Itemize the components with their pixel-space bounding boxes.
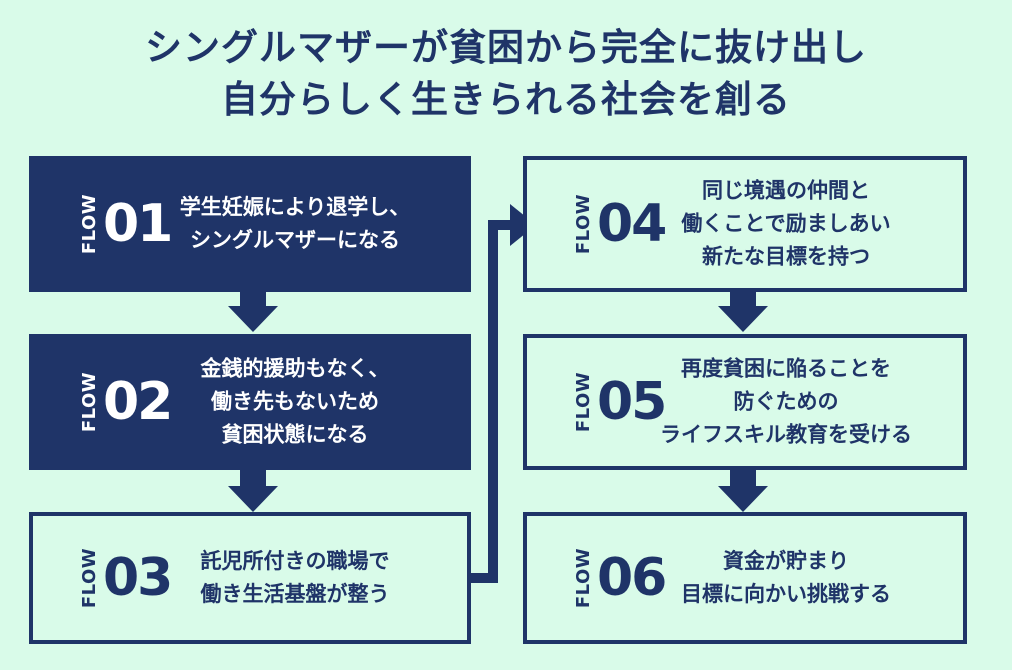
arrow-down-05-06 (718, 470, 768, 512)
title-line-2: 自分らしく生きられる社会を創る (221, 78, 791, 121)
step-text-line: シングルマザーになる (190, 228, 400, 252)
flow-label: FLOW (573, 547, 594, 609)
step-text-line: ライフスキル教育を受ける (660, 422, 912, 447)
flow-step-text: 託児所付きの職場で 働き生活基盤が整う (145, 545, 445, 611)
flow-label: FLOW (79, 193, 100, 255)
flow-step-text: 金銭的援助もなく、 働き先もないため 貧困状態になる (145, 353, 445, 452)
arrow-down-02-03 (228, 470, 278, 512)
arrow-down-01-02 (228, 290, 278, 332)
step-text-line: 貧困状態になる (221, 422, 369, 447)
flow-step-text: 同じ境遇の仲間と 働くことで励ましあい 新たな目標を持つ (629, 175, 943, 274)
flow-number: 06 (597, 548, 667, 608)
flow-label: FLOW (79, 547, 100, 609)
flow-number: 03 (103, 548, 173, 608)
connector-line-03-04 (470, 220, 512, 583)
step-text-line: 資金が貯まり (723, 549, 849, 573)
title-line-1: シングルマザーが貧困から完全に抜け出し (145, 26, 867, 69)
flow-step-06: FLOW 06 資金が貯まり 目標に向かい挑戦する (523, 512, 967, 644)
flow-step-01: FLOW 01 学生妊娠により退学し、 シングルマザーになる (29, 156, 471, 292)
flow-number: 01 (103, 194, 173, 254)
step-text-line: 再度貧困に陥ることを (681, 356, 891, 381)
flow-step-02: FLOW 02 金銭的援助もなく、 働き先もないため 貧困状態になる (29, 334, 471, 470)
step-text-line: 同じ境遇の仲間と (702, 178, 870, 203)
flow-label: FLOW (573, 371, 594, 433)
arrow-down-04-05 (718, 290, 768, 332)
step-text-line: 新たな目標を持つ (702, 244, 870, 269)
page-title: シングルマザーが貧困から完全に抜け出し 自分らしく生きられる社会を創る (0, 22, 1012, 126)
flow-label: FLOW (79, 371, 100, 433)
flow-number: 02 (103, 372, 173, 432)
flow-number: 04 (597, 194, 667, 254)
flow-step-03: FLOW 03 託児所付きの職場で 働き生活基盤が整う (29, 512, 471, 644)
step-text-line: 働くことで励ましあい (681, 211, 891, 236)
step-text-line: 金銭的援助もなく、 (200, 356, 390, 381)
step-text-line: 防ぐための (733, 389, 839, 414)
flow-step-text: 学生妊娠により退学し、 シングルマザーになる (145, 191, 445, 257)
step-text-line: 託児所付きの職場で (200, 549, 390, 573)
flow-number: 05 (597, 372, 667, 432)
step-text-line: 働き先もないため (211, 389, 379, 414)
flow-step-text: 再度貧困に陥ることを 防ぐための ライフスキル教育を受ける (629, 353, 943, 452)
flow-step-04: FLOW 04 同じ境遇の仲間と 働くことで励ましあい 新たな目標を持つ (523, 156, 967, 292)
step-text-line: 目標に向かい挑戦する (681, 582, 891, 606)
step-text-line: 働き生活基盤が整う (200, 582, 390, 606)
step-text-line: 学生妊娠により退学し、 (179, 195, 411, 219)
flow-step-05: FLOW 05 再度貧困に陥ることを 防ぐための ライフスキル教育を受ける (523, 334, 967, 470)
flow-label: FLOW (573, 193, 594, 255)
flow-step-text: 資金が貯まり 目標に向かい挑戦する (629, 545, 943, 611)
